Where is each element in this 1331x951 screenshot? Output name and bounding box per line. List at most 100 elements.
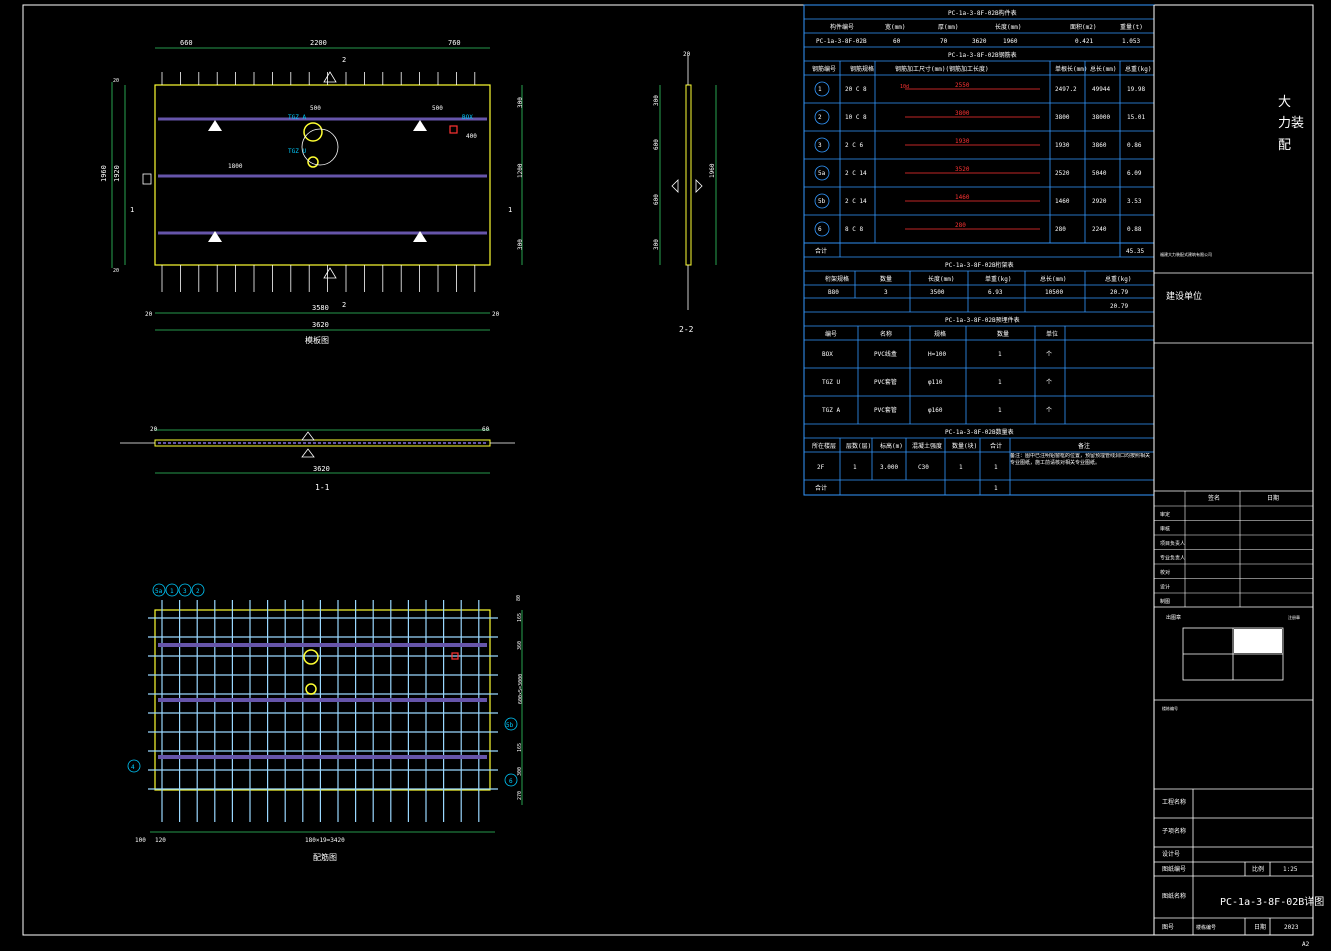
dim-left: 300 [653, 239, 660, 250]
rebar-view: 5a 1 3 2 5b 6 4 100 120 180×19=3420 配筋图 … [127, 583, 524, 862]
embedded-cell: φ110 [928, 379, 943, 386]
quantity-header: 数量(块) [952, 442, 977, 450]
label-dim: 500 [310, 105, 321, 112]
rebar-tag-5a-label: 5a [155, 588, 163, 595]
rebar-shape-mark: 10d [900, 84, 909, 90]
sleeve-tgz-u [307, 156, 319, 168]
embedded-cell: 1 [998, 379, 1002, 386]
component-cell: 0.421 [1075, 38, 1093, 45]
rebar-slab-outline [154, 609, 491, 791]
section-2-title: 2-2 [679, 325, 694, 334]
stamp-fill [1234, 629, 1282, 653]
dim-right: 165 [517, 743, 523, 752]
embedded-cell: H=100 [928, 351, 946, 358]
embedded-header: 编号 [825, 330, 837, 338]
mark-icon [142, 173, 152, 185]
truss-header: 单重(kg) [985, 275, 1011, 283]
building-label: 楼栋编号 [1162, 705, 1178, 711]
quantity-cell: 1 [994, 464, 998, 471]
embedded-cell: φ160 [928, 407, 943, 414]
rebar-horizontal-bars [148, 617, 498, 790]
tables-frame [803, 4, 1155, 496]
section-1-1: 20 60 3620 1-1 [120, 426, 515, 492]
dim-end: 20 [150, 426, 158, 433]
rebar-tag-5b-label: 5b [506, 722, 514, 729]
lifting-point-icon [208, 120, 222, 131]
rebar-row-weight: 6.09 [1127, 170, 1142, 177]
label-tgz-u: TGZ U [288, 148, 306, 155]
embedded-cell: 1 [998, 351, 1002, 358]
rebar-row-spec: 8 C 8 [845, 226, 863, 233]
title-block: 大 力 装 配 福建大力装配式建筑有限公司 建设单位 签名 日期 审定审核项目负… [1153, 5, 1324, 948]
plan-view: TGZ A TGZ U BOX 500 500 400 1800 660 220… [100, 39, 524, 345]
drawing-no-label: 设计号 [1162, 850, 1180, 858]
truss-total: 20.79 [1110, 303, 1128, 310]
truss-header: 数量 [880, 275, 892, 283]
rebar-row-shape: 2550 [955, 82, 970, 89]
rebar-header: 总重(kg) [1125, 65, 1151, 73]
fill-mark-icon [323, 71, 337, 83]
sign-header: 签名 [1208, 494, 1220, 502]
dim-left-inner: 1920 [113, 165, 121, 182]
embedded-cell: PVC线盒 [874, 350, 897, 358]
component-header: 重量(t) [1120, 23, 1143, 31]
rebar-total-label: 合计 [815, 247, 827, 255]
sleeve-tgz-a [303, 122, 323, 142]
component-cell: 60 [893, 38, 901, 45]
date-label: 日期 [1254, 923, 1266, 931]
dim-right: 165 [517, 613, 523, 622]
sign-row-label: 审核 [1160, 526, 1170, 533]
quantity-cell: 3.000 [880, 464, 898, 471]
rebar-row-len: 1460 [1055, 198, 1070, 205]
rebar-tag-4-label: 4 [131, 764, 135, 771]
rebar-row-id: 5a [818, 170, 826, 177]
quantity-table-title: PC-1a-3-8F-02B数量表 [945, 428, 1014, 436]
stamp-label: 出图章 [1166, 614, 1181, 621]
embedded-cell: PVC套管 [874, 378, 897, 386]
rebar-row-shape: 1460 [955, 194, 970, 201]
fill-mark-icon [301, 431, 315, 441]
rebar-tag-6 [504, 773, 518, 787]
quantity-header: 混凝土强度 [912, 442, 942, 450]
rebar-row-tag [814, 221, 830, 237]
rebar-row-tag [814, 109, 830, 125]
component-table-title: PC-1a-3-8F-02B构件表 [948, 9, 1017, 17]
component-header: 长度(mm) [995, 23, 1021, 31]
quantity-cell: 1 [959, 464, 963, 471]
sleeve-outline [301, 128, 339, 166]
stamp-right: 注册章 [1288, 614, 1300, 620]
scale-label: 比例 [1252, 865, 1264, 873]
component-header: 宽(mm) [885, 23, 905, 31]
embedded-header: 规格 [934, 330, 946, 338]
dim-left: 600 [653, 194, 660, 205]
dim-right: 300 [517, 767, 523, 776]
rebar-row-shape: 3800 [955, 110, 970, 117]
plan-rebar-ends-bottom [161, 265, 476, 292]
rebar-total-value: 45.35 [1126, 248, 1144, 255]
quantity-cell: C30 [918, 464, 929, 471]
rebar-header: 单根长(mm) [1055, 65, 1087, 73]
section-2-outline [685, 84, 692, 266]
component-cell: PC-1a-3-8F-02B [816, 38, 867, 45]
project-label: 工程名称 [1162, 798, 1186, 806]
label-box: BOX [462, 114, 473, 121]
section-2-2: 300 600 600 300 1960 20 2-2 [653, 51, 717, 334]
dim-bottom-2: 120 [155, 837, 166, 844]
dim-top-1: 660 [180, 39, 193, 47]
company-char: 配 [1278, 138, 1291, 153]
fill-mark-icon [323, 267, 337, 279]
company-name: 福建大力装配式建筑有限公司 [1160, 251, 1212, 257]
dim-top-3: 760 [448, 39, 461, 47]
truss-header: 桁架规格 [825, 275, 849, 283]
label-dim: 500 [432, 105, 443, 112]
dim-right: 80 [516, 595, 522, 601]
truss-header: 总长(mm) [1040, 275, 1066, 283]
truss-cell: 3 [884, 289, 888, 296]
rebar-row-tag [814, 137, 830, 153]
rebar-row-shape: 280 [955, 222, 966, 229]
component-cell: 70 [940, 38, 948, 45]
sign-row-label: 设计 [1160, 584, 1170, 591]
rebar-row-weight: 0.88 [1127, 226, 1142, 233]
